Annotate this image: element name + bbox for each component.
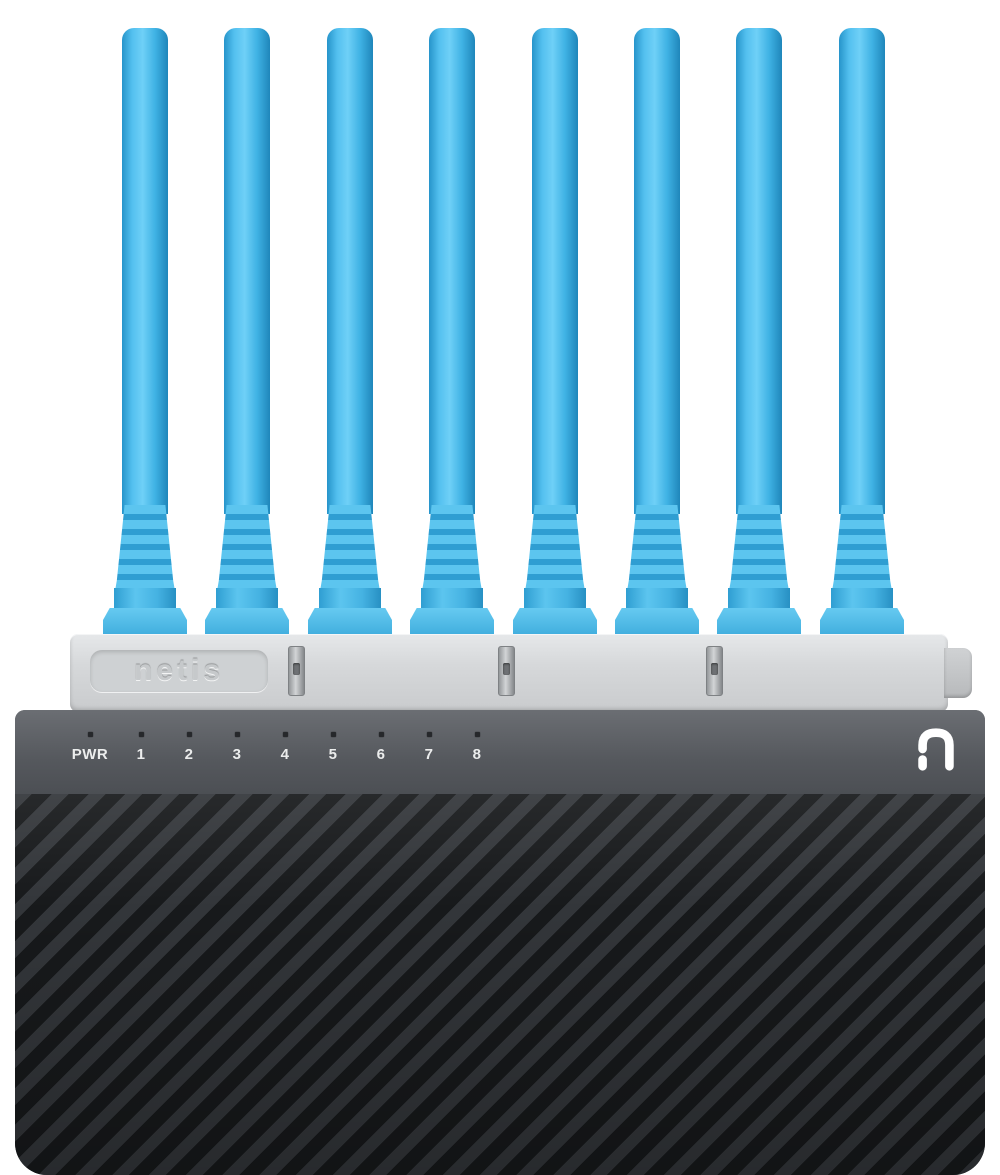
- rj45-plug: [615, 608, 699, 638]
- led-item: 6: [357, 732, 405, 763]
- led-label: 1: [136, 746, 146, 763]
- led-item: 1: [117, 732, 165, 763]
- ethernet-cable: [407, 28, 497, 638]
- led-label: PWR: [71, 746, 109, 763]
- cable-boot: [832, 505, 892, 591]
- cable-neck: [421, 588, 483, 610]
- front-panel: PWR 1 2 3 4: [15, 710, 985, 794]
- led-item: 8: [453, 732, 501, 763]
- cable-wire: [122, 28, 168, 514]
- cable-boot: [627, 505, 687, 591]
- cable-wire: [224, 28, 270, 514]
- cable-neck: [216, 588, 278, 610]
- led-item: 3: [213, 732, 261, 763]
- led-item: PWR: [63, 732, 117, 763]
- ethernet-cable: [305, 28, 395, 638]
- port-led-icon: [474, 732, 480, 737]
- switch-top-panel: netis: [70, 634, 972, 712]
- power-led-icon: [87, 732, 93, 737]
- ethernet-cable: [714, 28, 804, 638]
- rj45-plug: [820, 608, 904, 638]
- port-led-icon: [330, 732, 336, 737]
- led-label: 7: [424, 746, 434, 763]
- led-label: 4: [280, 746, 290, 763]
- led-label: 2: [184, 746, 194, 763]
- led-item: 7: [405, 732, 453, 763]
- cable-neck: [319, 588, 381, 610]
- cable-wire: [532, 28, 578, 514]
- port-led-icon: [186, 732, 192, 737]
- cable-neck: [831, 588, 893, 610]
- led-label: 8: [472, 746, 482, 763]
- ethernet-cable: [612, 28, 702, 638]
- led-item: 2: [165, 732, 213, 763]
- cable-wire: [736, 28, 782, 514]
- cable-wire: [327, 28, 373, 514]
- cable-boot: [525, 505, 585, 591]
- port-led-icon: [282, 732, 288, 737]
- port-clip: [498, 646, 515, 696]
- port-led-icon: [426, 732, 432, 737]
- cable-boot: [729, 505, 789, 591]
- ethernet-cable: [202, 28, 292, 638]
- brand-plate: netis: [90, 650, 268, 692]
- port-clip: [706, 646, 723, 696]
- cable-neck: [114, 588, 176, 610]
- ethernet-cable: [100, 28, 190, 638]
- led-label: 3: [232, 746, 242, 763]
- panel-side-tab: [944, 648, 972, 698]
- cable-boot: [217, 505, 277, 591]
- striped-faceplate: [15, 794, 985, 1175]
- led-item: 5: [309, 732, 357, 763]
- ethernet-cable: [817, 28, 907, 638]
- ethernet-cable: [510, 28, 600, 638]
- cable-wire: [429, 28, 475, 514]
- port-led-icon: [138, 732, 144, 737]
- brand-text: netis: [133, 654, 225, 687]
- cable-neck: [626, 588, 688, 610]
- port-led-icon: [234, 732, 240, 737]
- cable-neck: [728, 588, 790, 610]
- cable-wire: [839, 28, 885, 514]
- led-item: 4: [261, 732, 309, 763]
- led-label: 6: [376, 746, 386, 763]
- led-label: 5: [328, 746, 338, 763]
- cable-boot: [115, 505, 175, 591]
- switch-body: PWR 1 2 3 4: [15, 710, 985, 1175]
- port-clip: [288, 646, 305, 696]
- cable-neck: [524, 588, 586, 610]
- led-row: PWR 1 2 3 4: [63, 732, 501, 763]
- cable-boot: [422, 505, 482, 591]
- cable-boot: [320, 505, 380, 591]
- cable-wire: [634, 28, 680, 514]
- netis-logo-icon: [918, 728, 954, 771]
- port-led-icon: [378, 732, 384, 737]
